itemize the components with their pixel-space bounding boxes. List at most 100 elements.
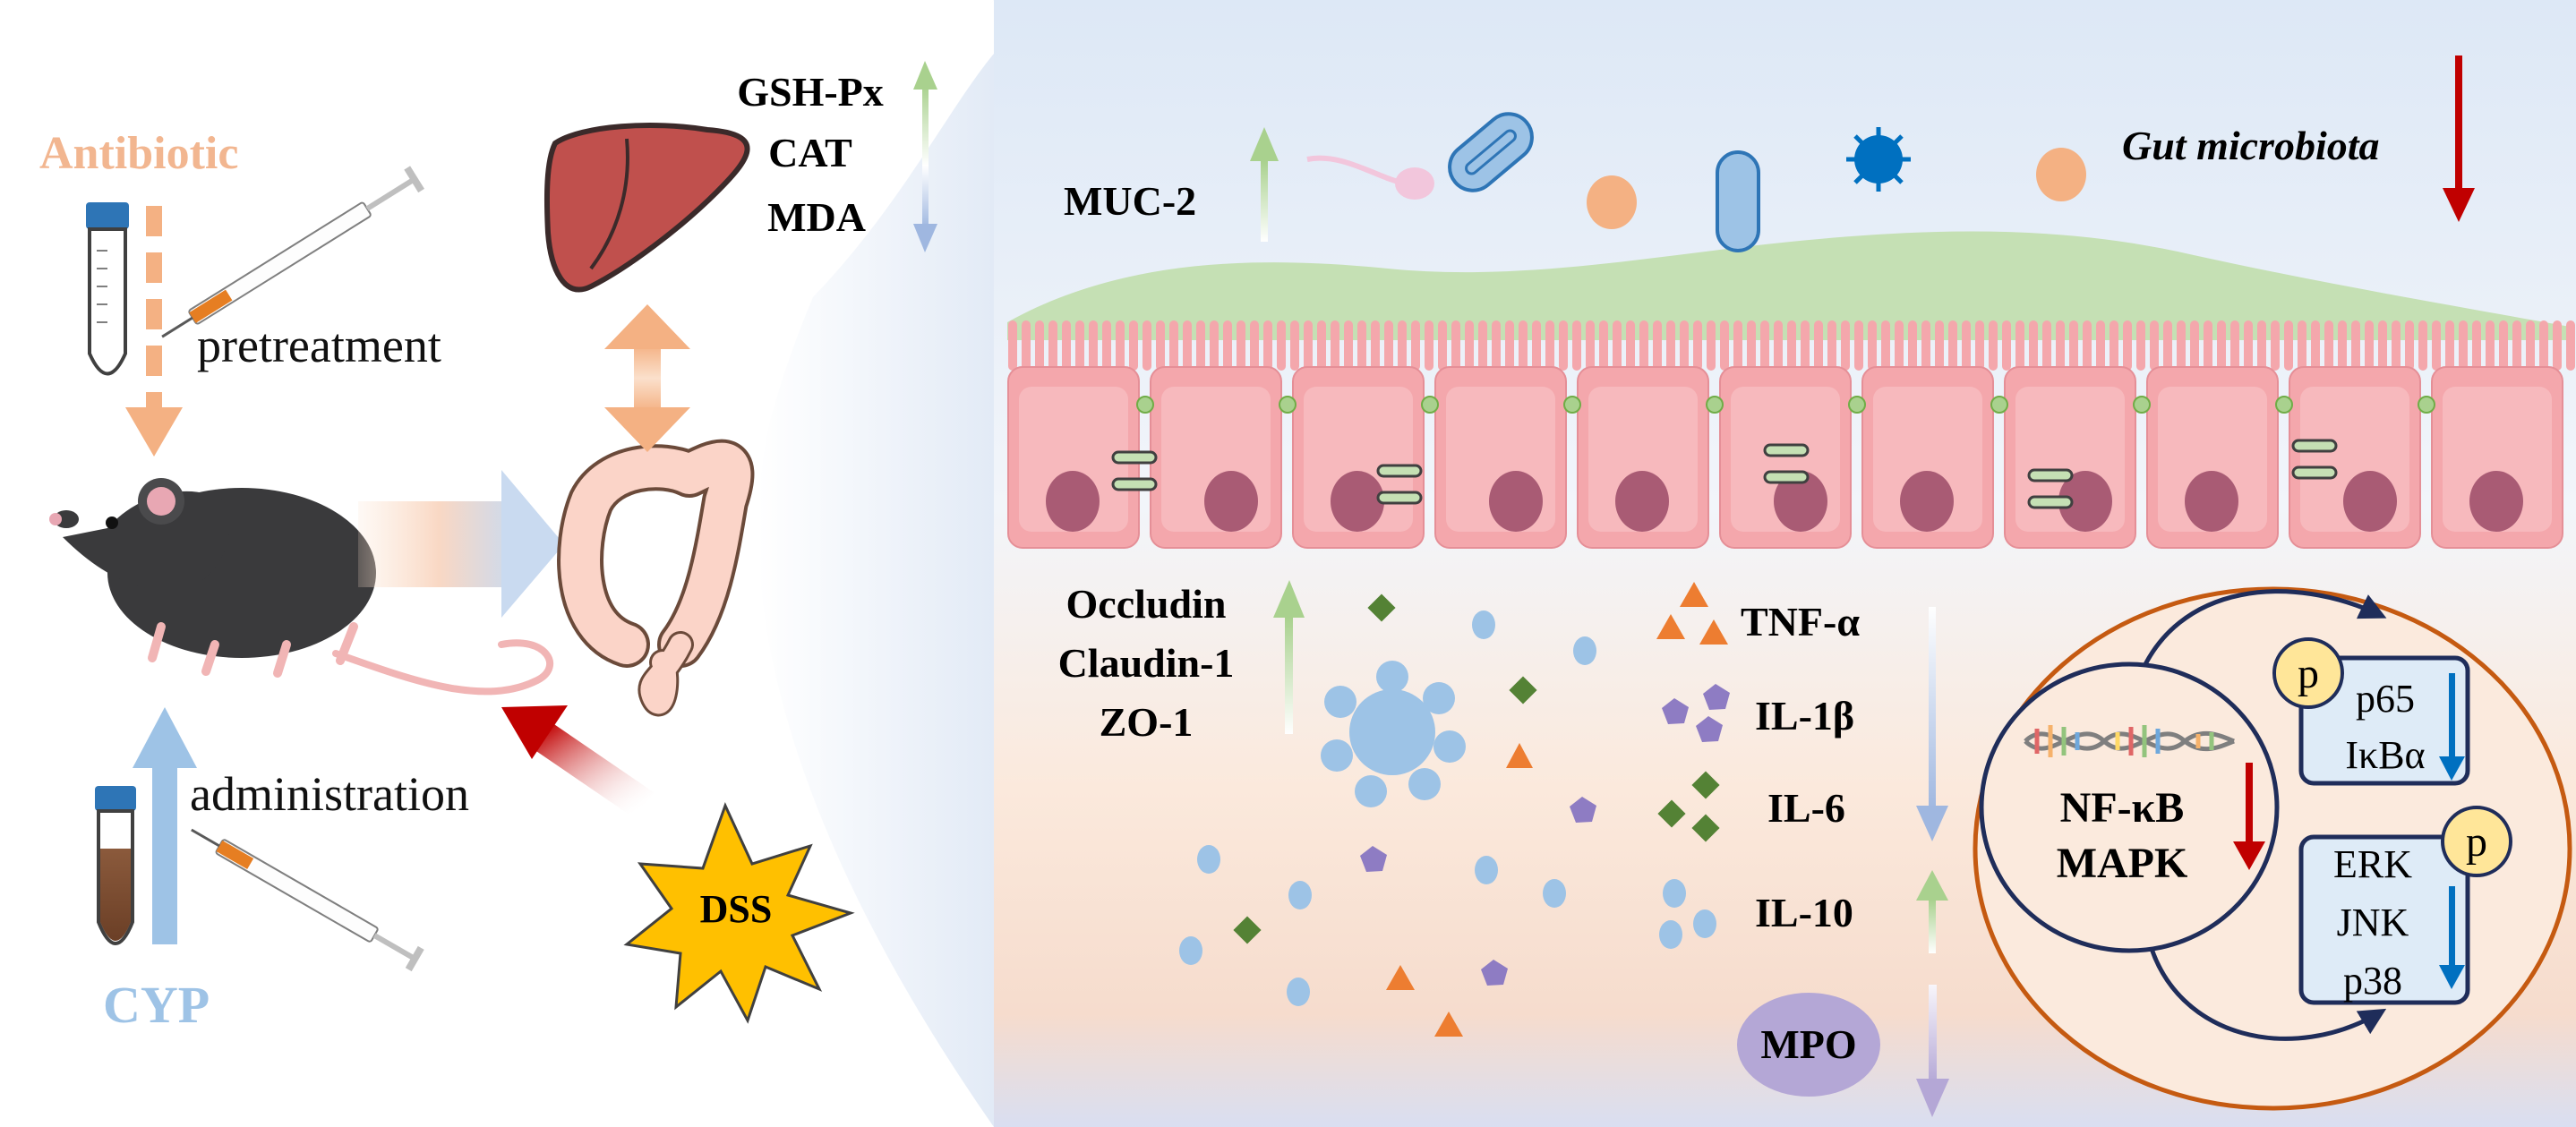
microvillus	[1693, 320, 1702, 371]
cell-body	[1873, 387, 1982, 532]
microvillus	[1304, 320, 1313, 371]
jnk-label: JNK	[2337, 901, 2409, 944]
microvillus	[1223, 320, 1232, 371]
microvillus	[1465, 320, 1474, 371]
microvillus	[1183, 320, 1192, 371]
microvillus	[2029, 320, 2038, 371]
il1b-icon	[1662, 684, 1730, 742]
cell-nucleus	[2058, 471, 2112, 532]
junction-dot	[1421, 396, 1439, 414]
microvillus	[2499, 320, 2508, 371]
cell-body	[1588, 387, 1698, 532]
microvillus	[2338, 320, 2347, 371]
ikba-label: IκBα	[2345, 733, 2425, 777]
microvillus	[1062, 320, 1071, 371]
microvillus	[2445, 320, 2454, 371]
microvillus	[2230, 320, 2239, 371]
microvillus	[2418, 320, 2427, 371]
microvillus	[1237, 320, 1245, 371]
microvillus	[2110, 320, 2118, 371]
microvillus	[1505, 320, 1514, 371]
microvillus	[2136, 320, 2145, 371]
microvillus	[1022, 320, 1031, 371]
microvillus	[1425, 320, 1433, 371]
il10-up-arrow	[1916, 870, 1948, 953]
tight-junction-icon	[2291, 465, 2338, 480]
tight-junction-icon	[2027, 495, 2074, 509]
microvillus	[1680, 320, 1689, 371]
microvillus	[1411, 320, 1420, 371]
liver-colon-double-arrow	[604, 304, 690, 452]
microvillus	[1398, 320, 1407, 371]
microvillus	[2324, 320, 2333, 371]
microvillus	[2365, 320, 2374, 371]
junction-dot	[2418, 396, 2435, 414]
immune-cell-icon	[1321, 661, 1466, 807]
tight-junction-icon	[1111, 477, 1158, 491]
microvillus	[1384, 320, 1393, 371]
microvillus	[1035, 320, 1044, 371]
il10-label: IL-10	[1755, 890, 1853, 935]
mpo-label: MPO	[1760, 1021, 1856, 1067]
cyp-label: CYP	[103, 976, 210, 1034]
mapk-targets-box	[2298, 834, 2470, 1005]
microvillus	[2459, 320, 2468, 371]
proinflammatory-down-arrow	[1916, 607, 1948, 841]
cell-nucleus	[2469, 471, 2523, 532]
microvillus	[2378, 320, 2387, 371]
tnf-label: TNF-α	[1741, 599, 1860, 645]
syringe-2-icon	[191, 828, 424, 972]
microvillus	[2244, 320, 2253, 371]
microvillus	[1478, 320, 1487, 371]
cell-nucleus	[1774, 471, 1827, 532]
microvillus	[1774, 320, 1783, 371]
nfkb-targets-down-arrow	[2439, 673, 2465, 781]
microvillus	[1707, 320, 1716, 371]
mpo-down-arrow	[1916, 985, 1949, 1117]
gut-microbiota-label: Gut microbiota	[2122, 123, 2380, 168]
p65-label: p65	[2356, 677, 2415, 721]
microvillus	[1989, 320, 1998, 371]
tight-junction-icon	[1111, 450, 1158, 465]
microvillus	[1169, 320, 1178, 371]
microvillus	[1935, 320, 1944, 371]
il6-label: IL-6	[1767, 785, 1845, 831]
phospho-label-2: p	[2466, 818, 2487, 866]
cell-nucleus	[1489, 471, 1543, 532]
microvillus	[2096, 320, 2105, 371]
nfkb-targets-box	[2298, 655, 2470, 786]
administration-label: administration	[190, 767, 469, 821]
junction-dot	[1706, 396, 1724, 414]
colon-icon	[557, 439, 755, 717]
microvillus	[1747, 320, 1756, 371]
epithelium-layer	[1007, 320, 2575, 549]
microvillus	[2002, 320, 2011, 371]
tight-junction-icon	[1376, 491, 1423, 505]
microvillus	[1545, 320, 1554, 371]
microvillus	[1895, 320, 1904, 371]
signaling-pathway-panel: NF-κB MAPK p65 IκBα p ERK JNK p38	[1973, 586, 2572, 1111]
microvillus	[1451, 320, 1460, 371]
phospho-label-1: p	[2298, 650, 2319, 697]
transition-wedge	[757, 0, 994, 1127]
microvillus	[1196, 320, 1205, 371]
microvillus	[1250, 320, 1259, 371]
dashed-down-arrow	[125, 206, 183, 457]
dss-starburst: DSS	[623, 802, 855, 1024]
nfkb-mapk-down-arrow	[2233, 763, 2265, 870]
cell-nucleus	[2343, 471, 2397, 532]
microvillus	[2069, 320, 2078, 371]
microvillus	[1975, 320, 1984, 371]
mapk-targets-down-arrow	[2439, 886, 2465, 989]
junction-dot	[2275, 396, 2293, 414]
microvillus	[2015, 320, 2024, 371]
microvillus	[2526, 320, 2535, 371]
microvillus	[1881, 320, 1890, 371]
microvillus	[2284, 320, 2293, 371]
microvillus	[2190, 320, 2199, 371]
microvillus	[1317, 320, 1326, 371]
bacteria-group	[1306, 112, 2086, 252]
cell-body	[2443, 387, 2552, 532]
tight-junction-icon	[2291, 439, 2338, 453]
